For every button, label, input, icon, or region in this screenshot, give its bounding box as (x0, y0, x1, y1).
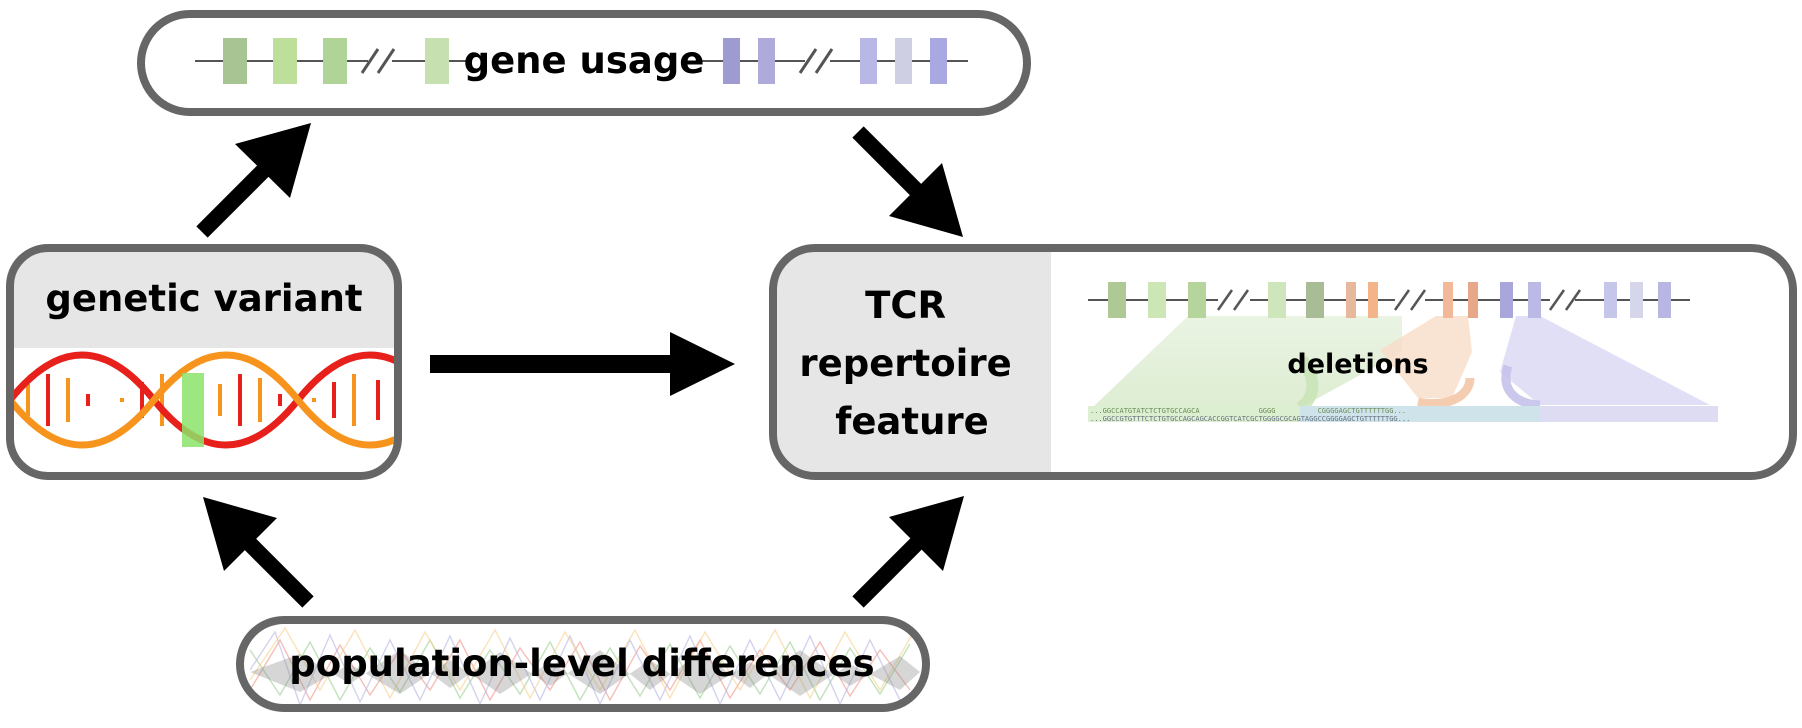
j-gene-segment (930, 38, 947, 84)
d-gene-segment (1468, 282, 1478, 318)
edges (196, 123, 964, 608)
v-gene-segment (1108, 282, 1126, 318)
deletions-label: deletions (1287, 349, 1428, 380)
locus-break-icon (1216, 289, 1582, 311)
gene-usage-label: gene usage (464, 39, 705, 82)
j-gene-segment (1658, 282, 1671, 318)
population-label: population-level differences (289, 642, 874, 685)
v-deletion-curve (1296, 355, 1319, 414)
population-box (236, 616, 930, 712)
dna-helix-icon (10, 351, 398, 449)
sequence-bottom: ...GGCCGTGTTTCTCTGTGCCAGCAGCACCGGTCATCGC… (1090, 415, 1410, 423)
v-gene-segment (223, 38, 247, 84)
v-gene-segment (273, 38, 297, 84)
genetic-variant-header (10, 248, 398, 348)
tcr-feature-label: TCR repertoire feature (799, 284, 1024, 443)
d-gene-segment (1368, 282, 1378, 318)
population-pattern (249, 626, 916, 707)
sequence-top: ...GGCCATGTATCTCTGTGCCAGCA GGGG CGGGGAGC… (1090, 407, 1406, 415)
genetic-variant-label: genetic variant (45, 277, 362, 320)
arrow-population-to-tcr (852, 496, 964, 608)
d-deletion-fan (1380, 316, 1472, 398)
deletion-illustration: ...GGCCATGTATCTCTGTGCCAGCA GGGG CGGGGAGC… (1088, 282, 1718, 423)
genetic-variant-node: genetic variant (6, 244, 402, 480)
j-gene-segment (1500, 282, 1513, 318)
j-deletion-fan (1500, 316, 1710, 405)
v-gene-segment (1188, 282, 1206, 318)
locus-break-icon (360, 48, 834, 74)
j-gene-segment (1630, 282, 1643, 318)
d-gene-segment (1443, 282, 1453, 318)
tcr-feature-label-line: TCR (865, 284, 946, 327)
v-deletion-fan (1092, 316, 1402, 408)
tcr-feature-box (769, 244, 1797, 480)
v-gene-segment (425, 38, 449, 84)
j-gene-segment (723, 38, 740, 84)
v-gene-segment (1306, 282, 1324, 318)
d-gene-segment (1346, 282, 1356, 318)
arrow-gene-usage-to-tcr (852, 126, 963, 237)
gene-usage-node: gene usage (137, 10, 1031, 116)
tcr-feature-node: ...GGCCATGTATCTCTGTGCCAGCA GGGG CGGGGAGC… (769, 244, 1797, 480)
population-density (250, 650, 920, 696)
gene-usage-locus (195, 38, 968, 84)
population-node: population-level differences (236, 616, 930, 712)
v-gene-segment (1268, 282, 1286, 318)
genetic-variant-box (6, 244, 402, 480)
j-gene-segment (1528, 282, 1541, 318)
j-gene-segment (1604, 282, 1617, 318)
tcr-feature-label-line: feature (835, 400, 989, 443)
tcr-feature-panel (773, 248, 1051, 476)
tcr-feature-label-line: repertoire (799, 342, 1011, 385)
arrow-variant-to-gene-usage (196, 123, 311, 238)
j-gene-segment (758, 38, 775, 84)
j-gene-segment (860, 38, 877, 84)
arrow-population-to-variant (203, 497, 314, 608)
arrow-variant-to-tcr (430, 332, 735, 396)
v-gene-segment (323, 38, 347, 84)
j-gene-segment (895, 38, 912, 84)
v-gene-segment (1148, 282, 1166, 318)
variant-marker (182, 373, 204, 447)
